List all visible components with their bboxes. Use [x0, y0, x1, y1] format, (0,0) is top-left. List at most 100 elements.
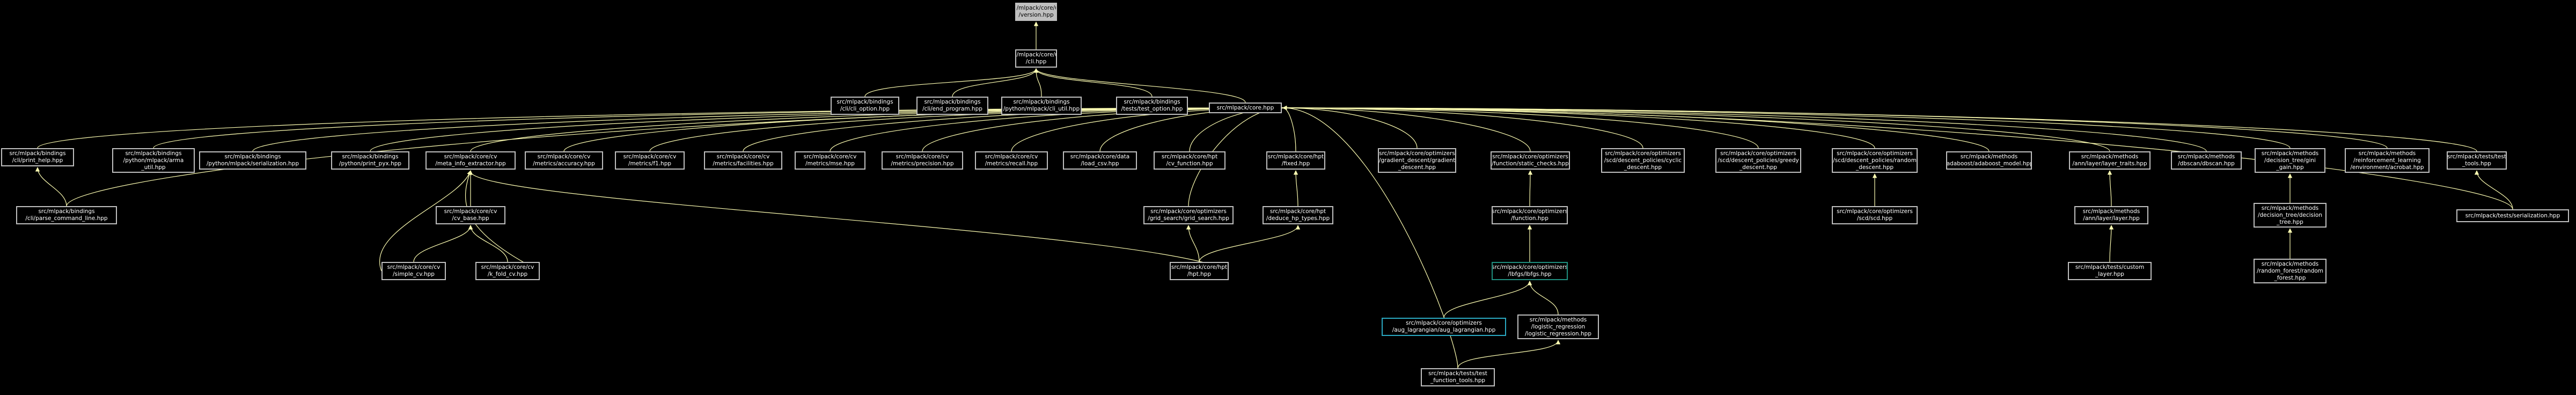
node-deduce-hp[interactable]: src/mlpack/core/hpt/deduce_hp_types.hpp [1263, 206, 1333, 224]
node-serialization-tests[interactable]: src/mlpack/tests/serialization.hpp [2456, 209, 2569, 222]
node-dt-gain[interactable]: src/mlpack/methods/decision_tree/gini_ga… [2255, 148, 2325, 173]
edge-cyclic-descent-to-core [1282, 105, 1643, 149]
node-simple-cv[interactable]: src/mlpack/core/cv/simple_cv.hpp [381, 262, 446, 280]
node-label-line: src/mlpack/core/cv [716, 153, 770, 160]
edge-precision-to-core [922, 105, 1283, 152]
node-label-line: src/mlpack/tests/custom [2075, 264, 2145, 270]
node-label-line: src/mlpack/tests/test [2447, 153, 2506, 160]
node-cv-base[interactable]: src/mlpack/core/cv/cv_base.hpp [436, 206, 505, 224]
node-print-help[interactable]: src/mlpack/bindings/cli/print_help.hpp [1, 148, 74, 166]
node-acrobat[interactable]: src/mlpack/methods/reinforcement_learnin… [2345, 148, 2430, 173]
node-f1[interactable]: src/mlpack/core/cv/metrics/f1.hpp [615, 151, 685, 170]
node-custom-layer[interactable]: src/mlpack/tests/custom_layer.hpp [2068, 262, 2152, 280]
node-ann-layer[interactable]: src/mlpack/methods/ann/layer/layer.hpp [2074, 206, 2148, 224]
node-label-line: /gradient_descent/gradient [1378, 157, 1456, 164]
node-label-line: src/mlpack/methods [2358, 150, 2416, 157]
node-label-line: _descent.hpp [1624, 164, 1662, 171]
node-label-line: /metrics/facilities.hpp [713, 160, 774, 167]
node-test-option[interactable]: src/mlpack/bindings/tests/test_option.hp… [1116, 97, 1188, 115]
node-label-line: src/mlpack/core/hpt [1171, 264, 1228, 270]
edge-meta-info-to-core [470, 105, 1283, 152]
node-label-line: /logistic_regression [1531, 323, 1586, 330]
node-label-line: _descent.hpp [1398, 164, 1436, 171]
edge-static-checks-to-core [1282, 105, 1531, 152]
node-hpt[interactable]: src/mlpack/core/hpt/hpt.hpp [1170, 262, 1229, 280]
node-label-line: src/mlpack/methods [1529, 316, 1587, 323]
node-logistic[interactable]: src/mlpack/methods/logistic_regression/l… [1517, 314, 1599, 339]
node-label-line: /meta_info_extractor.hpp [435, 160, 506, 167]
node-label-line: src/mlpack/bindings [1013, 99, 1070, 105]
node-label-line: src/mlpack/core/optimizers [1406, 320, 1482, 326]
node-cyclic-descent[interactable]: src/mlpack/core/optimizers/scd/descent_p… [1601, 148, 1685, 173]
node-parse-cmd[interactable]: src/mlpack/bindings/cli/parse_command_li… [16, 206, 117, 224]
node-aug-lagrangian[interactable]: src/mlpack/core/optimizers/aug_lagrangia… [1382, 318, 1506, 336]
node-label-line: /aug_lagrangian/aug_lagrangian.hpp [1392, 327, 1496, 333]
node-cli-option[interactable]: src/mlpack/bindings/cli/cli_option.hpp [831, 97, 899, 115]
node-bfgs[interactable]: src/mlpack/core/optimizers/lbfgs/lbfgs.h… [1492, 262, 1568, 280]
node-k-fold-cv[interactable]: src/mlpack/core/cv/k_fold_cv.hpp [475, 262, 540, 280]
node-random-descent[interactable]: src/mlpack/core/optimizers/scd/descent_p… [1832, 148, 1918, 173]
node-label-line: /hpt.hpp [1187, 271, 1212, 277]
node-gradient-descent[interactable]: src/mlpack/core/optimizers/gradient_desc… [1378, 148, 1456, 173]
edge-aug-lagrangian-to-bfgs [1443, 281, 1532, 318]
node-end-program[interactable]: src/mlpack/bindings/cli/end_program.hpp [916, 97, 988, 115]
node-load-csv[interactable]: src/mlpack/core/data/load_csv.hpp [1063, 151, 1137, 170]
node-greedy-descent[interactable]: src/mlpack/core/optimizers/scd/descent_p… [1715, 148, 1801, 173]
node-label-line: _function_tools.hpp [1430, 377, 1486, 384]
node-label-line: src/mlpack/core/optimizers [1492, 264, 1568, 270]
node-label-line: /lbfgs/lbfgs.hpp [1508, 271, 1552, 277]
node-static-checks[interactable]: src/mlpack/core/optimizers/function/stat… [1491, 151, 1570, 170]
node-core[interactable]: src/mlpack/core.hpp [1209, 103, 1282, 113]
node-label-line: /fixed.hpp [1281, 160, 1310, 167]
node-test-tools[interactable]: src/mlpack/tests/test_tools.hpp [2447, 151, 2507, 170]
node-function-hpp[interactable]: src/mlpack/core/optimizers/function.hpp [1492, 206, 1568, 224]
node-recall[interactable]: src/mlpack/core/cv/metrics/recall.hpp [975, 151, 1048, 170]
node-print-pyx[interactable]: src/mlpack/bindings/python/print_pyx.hpp [331, 151, 409, 170]
node-py-cli-util[interactable]: src/mlpack/bindings/python/mlpack/cli_ut… [1001, 97, 1082, 115]
node-label-line: /dbscan/dbscan.hpp [2178, 160, 2235, 167]
edge-deduce-hp-to-fixed [1293, 170, 1298, 207]
node-label-line: src/mlpack/core/data [1070, 153, 1130, 160]
node-arma-util[interactable]: src/mlpack/bindings/python/mlpack/arma_u… [112, 148, 195, 173]
node-version[interactable]: src/mlpack/core/util/version.hpp [1015, 3, 1057, 21]
edge-cv-function-to-core [1189, 105, 1283, 152]
node-label-line: /k_fold_cv.hpp [487, 271, 528, 277]
node-label-line: src/mlpack/core/util [1016, 5, 1056, 11]
node-label-line: src/mlpack/bindings [125, 150, 182, 157]
node-scd[interactable]: src/mlpack/core/optimizers/scd/scd.hpp [1832, 206, 1918, 224]
node-label-line: /simple_cv.hpp [393, 271, 435, 277]
node-label-line: /function.hpp [1511, 215, 1548, 222]
node-serialization[interactable]: src/mlpack/bindings/python/mlpack/serial… [199, 151, 306, 170]
node-facilities[interactable]: src/mlpack/core/cv/metrics/facilities.hp… [704, 151, 782, 170]
node-precision[interactable]: src/mlpack/core/cv/metrics/precision.hpp [882, 151, 963, 170]
node-random-forest[interactable]: src/mlpack/methods/random_forest/random_… [2254, 259, 2327, 283]
node-fixed[interactable]: src/mlpack/core/hpt/fixed.hpp [1266, 151, 1325, 170]
node-label-line: /scd/descent_policies/random [1833, 157, 1917, 164]
node-label-line: src/mlpack/core/optimizers [1837, 208, 1913, 215]
node-label-line: /deduce_hp_types.hpp [1266, 215, 1330, 222]
node-label-line: src/mlpack/core.hpp [1216, 104, 1274, 111]
edge-test-tools-to-core [1282, 105, 2477, 152]
node-accuracy[interactable]: src/mlpack/core/cv/metrics/accuracy.hpp [525, 151, 603, 170]
edge-test-function-tools-to-logistic [1457, 340, 1561, 369]
node-test-function-tools[interactable]: src/mlpack/tests/test_function_tools.hpp [1421, 368, 1495, 386]
node-cli[interactable]: src/mlpack/core/util/cli.hpp [1015, 49, 1057, 68]
node-meta-info[interactable]: src/mlpack/core/cv/meta_info_extractor.h… [425, 151, 516, 170]
node-label-line: src/mlpack/bindings [38, 208, 95, 215]
node-label-line: /grid_search/grid_search.hpp [1148, 215, 1229, 222]
node-grid-search[interactable]: src/mlpack/core/optimizers/grid_search/g… [1143, 206, 1234, 224]
node-label-line: src/mlpack/methods [2082, 208, 2140, 215]
node-label-line: /tests/test_option.hpp [1121, 106, 1183, 112]
node-label-line: src/mlpack/core/cv [537, 153, 591, 160]
node-label-line: _util.hpp [141, 164, 166, 171]
node-label-line: /metrics/precision.hpp [891, 160, 954, 167]
node-adaboost-model[interactable]: src/mlpack/methods/adaboost/adaboost_mod… [1946, 151, 2032, 170]
node-dbscan[interactable]: src/mlpack/methods/dbscan/dbscan.hpp [2171, 151, 2242, 170]
node-label-line: src/mlpack/core/cv [481, 264, 534, 270]
edge-test-option-to-cli [1033, 68, 1153, 97]
node-layer-traits[interactable]: src/mlpack/methods/ann/layer/layer_trait… [2069, 151, 2151, 170]
node-decision-tree[interactable]: src/mlpack/methods/decision_tree/decisio… [2254, 203, 2327, 228]
node-label-line: /metrics/f1.hpp [628, 160, 672, 167]
node-cv-function[interactable]: src/mlpack/core/hpt/cv_function.hpp [1154, 151, 1225, 170]
node-mse[interactable]: src/mlpack/core/cv/metrics/mse.hpp [795, 151, 865, 170]
